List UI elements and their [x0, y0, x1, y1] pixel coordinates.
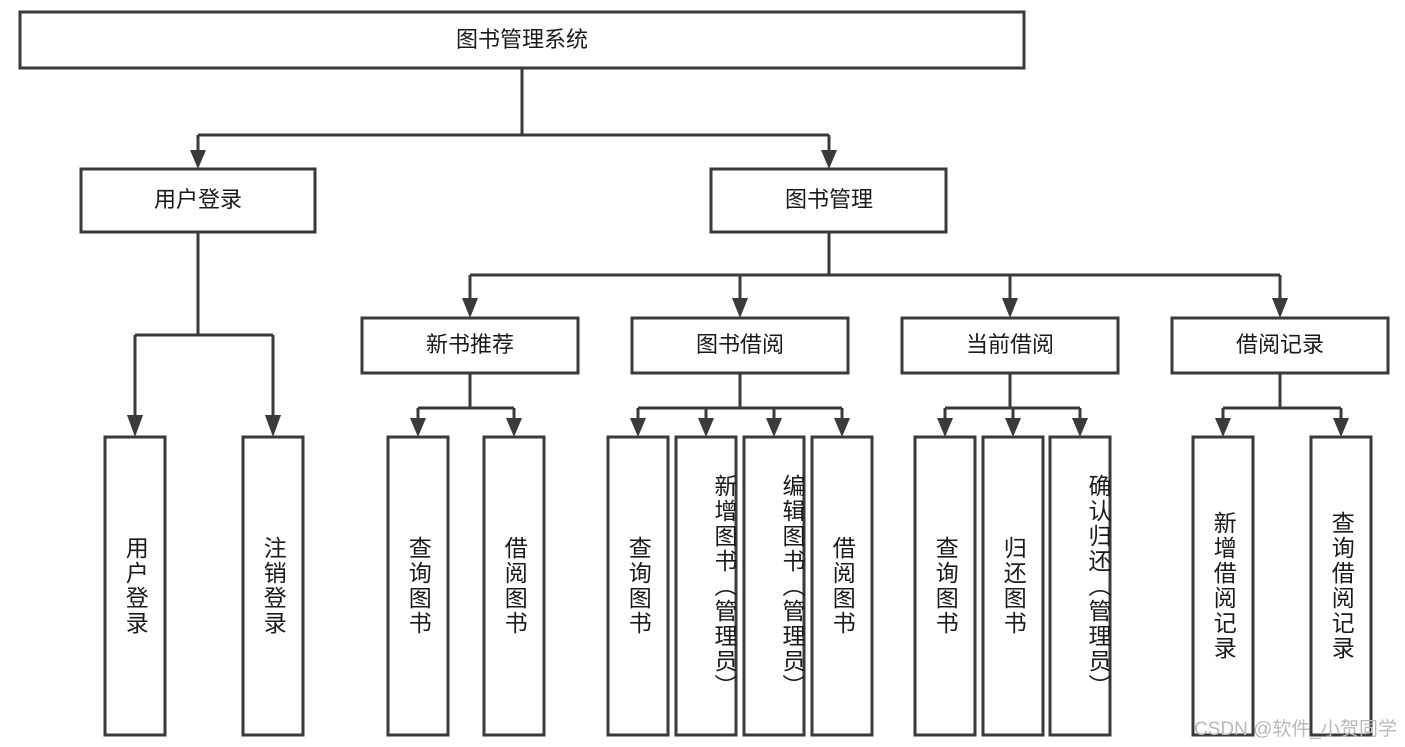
arrow-head-leaf-return-book [1005, 418, 1021, 437]
arrow-head-leaf-confirm-return [1072, 418, 1088, 437]
node-root[interactable]: 图书管理系统 [18, 10, 1026, 70]
leaf-box-query-book-2[interactable] [606, 435, 670, 737]
leaf-label-user-logout: 注销登录 [260, 536, 287, 636]
leaf-label-return-book: 归还图书 [1000, 536, 1027, 636]
leaf-box-return-book[interactable] [981, 435, 1045, 737]
leaf-label-add-record: 新增借阅记录 [1210, 511, 1237, 661]
node-book-manage-label: 图书管理 [785, 187, 873, 212]
node-new-book-rec[interactable]: 新书推荐 [360, 316, 580, 375]
node-user-login-label: 用户登录 [154, 187, 242, 212]
node-book-manage-box[interactable] [709, 167, 948, 234]
node-borrow-record-box[interactable] [1170, 316, 1390, 375]
leaf-label-borrow-book-2: 借阅图书 [829, 536, 856, 636]
arrow-head-user-login [190, 150, 206, 169]
node-book-borrow-label: 图书借阅 [696, 332, 784, 357]
node-current-borrow-label: 当前借阅 [966, 332, 1054, 357]
connector-layer [127, 68, 1349, 437]
arrow-head-leaf-add-book [698, 418, 714, 437]
arrow-head-borrow-record [1272, 298, 1288, 318]
leaf-box-user-login[interactable] [103, 435, 167, 737]
arrow-head-leaf-add-record [1215, 418, 1231, 437]
node-book-borrow[interactable]: 图书借阅 [630, 316, 850, 375]
arrow-head-leaf-borrow-book-2 [834, 418, 850, 437]
arrow-head-new-book-rec [462, 298, 478, 318]
node-current-borrow[interactable]: 当前借阅 [900, 316, 1120, 375]
leaf-box-borrow-book-1[interactable] [482, 435, 546, 737]
arrow-head-leaf-query-book-1 [410, 418, 426, 437]
leaf-box-query-book-3[interactable] [913, 435, 977, 737]
leaf-box-borrow-book-2[interactable] [810, 435, 874, 737]
leaf-label-query-record: 查询借阅记录 [1328, 511, 1355, 661]
leaf-label-add-book: 新增图书（管理员） [711, 473, 737, 699]
arrow-head-book-borrow [732, 298, 748, 318]
leaf-box-add-book[interactable] [674, 435, 738, 737]
node-current-borrow-box[interactable] [900, 316, 1120, 375]
leaf-label-query-book-2: 查询图书 [625, 536, 652, 636]
arrow-head-leaf-edit-book [766, 418, 782, 437]
node-borrow-record[interactable]: 借阅记录 [1170, 316, 1390, 375]
arrow-head-leaf-user-login [127, 415, 143, 437]
node-book-borrow-box[interactable] [630, 316, 850, 375]
leaf-label-confirm-return: 确认归还（管理员） [1085, 473, 1111, 699]
arrow-head-leaf-user-logout [265, 415, 281, 437]
node-new-book-rec-box[interactable] [360, 316, 580, 375]
leaf-box-edit-book[interactable] [742, 435, 806, 737]
node-book-manage[interactable]: 图书管理 [709, 167, 948, 234]
leaf-label-user-login: 用户登录 [122, 536, 149, 636]
leaf-box-confirm-return[interactable] [1048, 435, 1112, 737]
watermark-text: CSDN @软件_小贺同学 [1194, 719, 1397, 740]
leaf-label-borrow-book-1: 借阅图书 [501, 536, 528, 636]
leaf-box-query-book-1[interactable] [386, 435, 450, 737]
node-borrow-record-label: 借阅记录 [1236, 332, 1324, 357]
arrow-head-leaf-query-record [1333, 418, 1349, 437]
arrow-head-leaf-borrow-book-1 [506, 418, 522, 437]
leaf-box-layer [103, 435, 1373, 737]
leaf-box-query-record[interactable] [1309, 435, 1373, 737]
node-root-label: 图书管理系统 [456, 27, 588, 52]
arrow-head-leaf-query-book-2 [630, 418, 646, 437]
leaf-box-add-record[interactable] [1191, 435, 1255, 737]
node-new-book-rec-label: 新书推荐 [426, 332, 514, 357]
leaf-box-user-logout[interactable] [241, 435, 305, 737]
leaf-label-query-book-1: 查询图书 [405, 536, 432, 636]
node-user-login[interactable]: 用户登录 [79, 167, 317, 234]
leaf-label-query-book-3: 查询图书 [932, 536, 959, 636]
node-user-login-box[interactable] [79, 167, 317, 234]
arrow-head-current-borrow [1002, 298, 1018, 318]
leaf-label-edit-book: 编辑图书（管理员） [779, 473, 805, 699]
arrow-head-leaf-query-book-3 [937, 418, 953, 437]
node-root-box[interactable] [18, 10, 1026, 70]
arrow-head-book-manage [821, 150, 837, 169]
